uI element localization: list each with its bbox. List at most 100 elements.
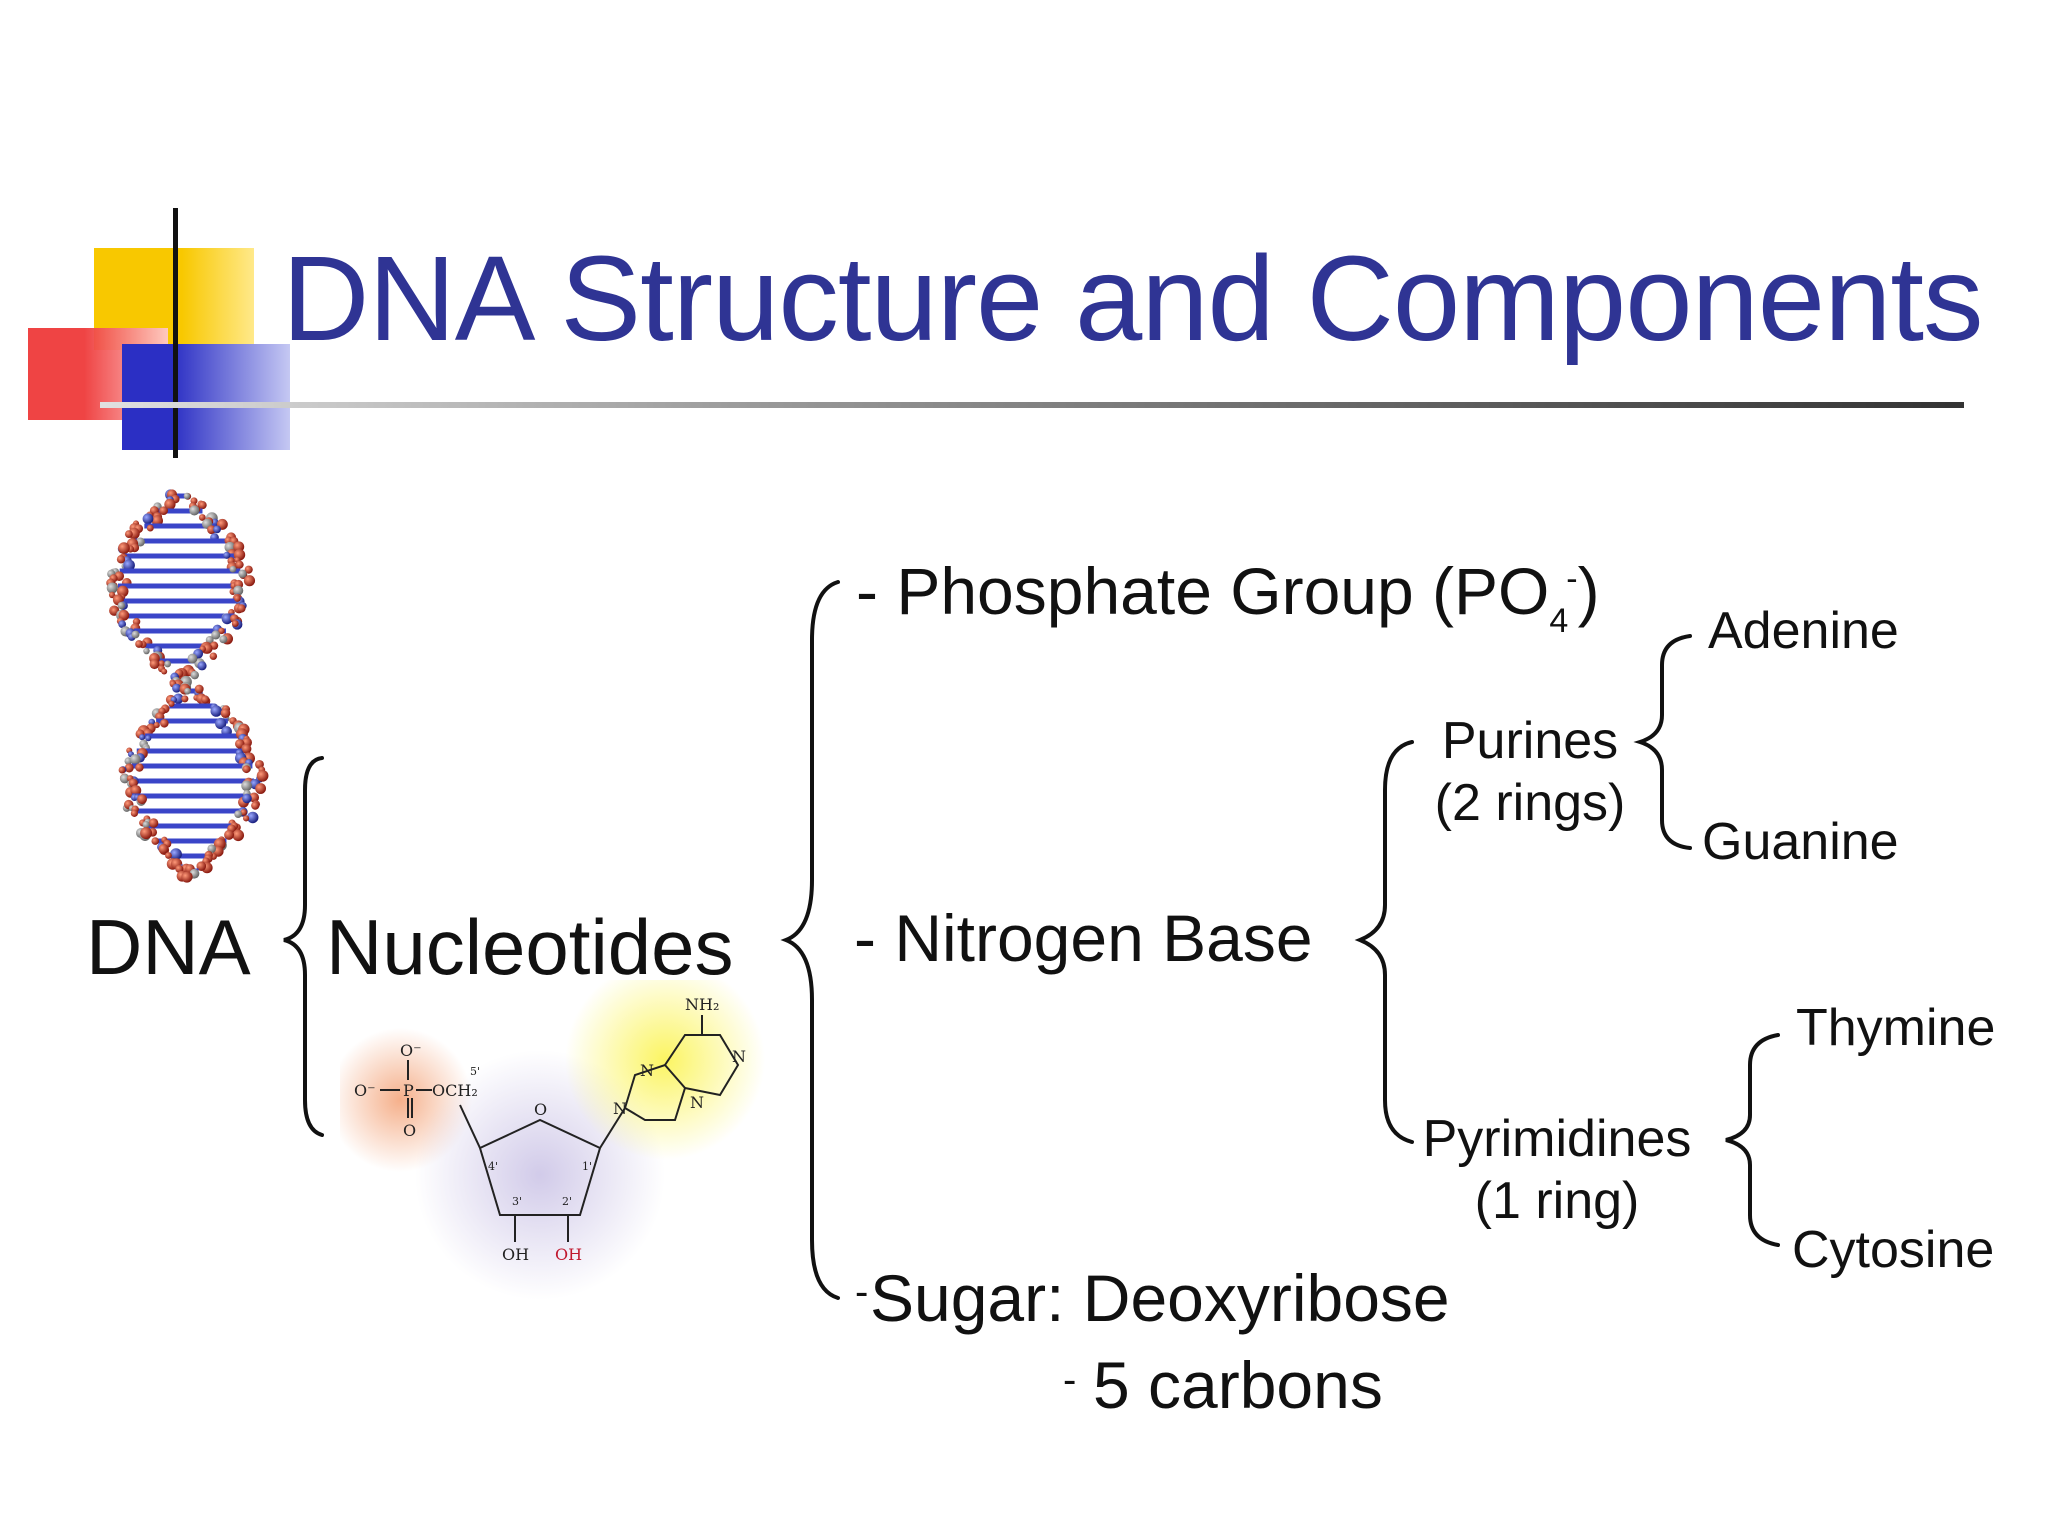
helix-atom — [142, 513, 154, 525]
title-rule — [100, 402, 1964, 408]
helix-atom — [160, 718, 169, 728]
nucleotides-brace — [780, 580, 840, 1300]
base-glow — [565, 980, 765, 1160]
helix-atom — [242, 793, 252, 804]
helix-atom — [116, 555, 126, 564]
helix-atom — [168, 700, 175, 707]
helix-atom — [220, 708, 231, 718]
helix-atom — [249, 792, 260, 803]
helix-atom — [172, 683, 182, 693]
helix-atom — [165, 852, 172, 859]
sugar-atom-label: 3' — [512, 1195, 522, 1208]
thymine-label: Thymine — [1796, 999, 1996, 1057]
nucleotides-label: Nucleotides — [326, 903, 734, 991]
dna-label: DNA — [86, 903, 251, 991]
carbons-dash: - — [1063, 1358, 1077, 1402]
helix-atom — [181, 871, 193, 883]
helix-atom — [233, 595, 241, 602]
helix-atom — [187, 653, 198, 664]
helix-atom — [124, 530, 133, 539]
helix-atom — [135, 537, 145, 547]
pyrimidines-line2: (1 ring) — [1474, 1172, 1640, 1231]
helix-atom — [211, 630, 221, 640]
helix-atom — [244, 565, 253, 574]
helix-atom — [256, 769, 269, 782]
helix-atom — [149, 659, 160, 670]
phosphate-close: ) — [1577, 554, 1600, 628]
helix-atom — [135, 640, 143, 648]
helix-atom — [131, 630, 140, 639]
helix-atom — [123, 559, 135, 572]
helix-atom — [130, 809, 139, 817]
helix-atom — [139, 734, 146, 741]
helix-atom — [158, 843, 169, 854]
helix-atom — [135, 763, 144, 772]
helix-atom — [196, 861, 207, 871]
helix-atom — [117, 601, 126, 610]
sugar-atom-label: 2' — [562, 1195, 572, 1208]
sugar-label: Sugar: Deoxyribose — [870, 1261, 1450, 1335]
nucleotide-structure-image: O⁻ O⁻ P O OCH₂ 5' O 4' 1' 3' 2' OH OH NH… — [340, 980, 765, 1300]
phosphate-subscript: 4 — [1549, 602, 1569, 640]
phosphate-dash: - — [856, 554, 878, 628]
helix-atom — [201, 695, 210, 704]
helix-atom — [170, 848, 182, 861]
purines-line2: (2 rings) — [1434, 774, 1626, 833]
helix-atom — [146, 524, 154, 532]
helix-atom — [137, 794, 147, 805]
phosphate-atom-label: P — [403, 1081, 414, 1100]
helix-atom — [207, 844, 216, 853]
helix-atom — [118, 766, 126, 774]
helix-atom — [242, 765, 251, 774]
helix-atom — [161, 668, 168, 675]
phosphate-superscript: - — [1566, 560, 1578, 598]
helix-atom — [251, 801, 260, 810]
base-atom-label: NH₂ — [685, 995, 719, 1014]
pyrimidines-brace — [1725, 1033, 1780, 1247]
helix-atom — [224, 829, 235, 840]
dna-brace — [283, 756, 324, 1137]
helix-atom — [240, 809, 247, 816]
sugar-atom-label: 4' — [488, 1160, 498, 1173]
carbons-label: 5 carbons — [1093, 1348, 1383, 1422]
helix-atom — [246, 811, 259, 824]
phosphate-atom-label: O⁻ — [354, 1081, 376, 1100]
helix-atom — [198, 501, 207, 510]
helix-atom — [223, 551, 231, 559]
pyrimidines-line1: Pyrimidines — [1422, 1110, 1692, 1168]
helix-atom — [255, 783, 267, 794]
adenine-label: Adenine — [1708, 602, 1899, 660]
helix-atom — [159, 506, 168, 516]
helix-atom — [241, 744, 252, 754]
base-atom-label: N — [613, 1099, 627, 1118]
dna-helix-image — [106, 489, 269, 883]
helix-atom — [243, 575, 256, 587]
helix-atom — [190, 670, 199, 680]
deco-blue-square — [122, 344, 290, 450]
helix-atom — [205, 635, 214, 644]
helix-atom — [234, 810, 242, 818]
helix-atom — [235, 560, 244, 569]
helix-atom — [197, 661, 207, 671]
sugar-atom-label: OH — [555, 1245, 582, 1264]
title-decoration — [0, 0, 320, 470]
helix-atom — [140, 827, 153, 840]
helix-atom — [151, 837, 160, 845]
helix-atom — [148, 818, 159, 828]
sugar-dash: - — [855, 1270, 869, 1314]
helix-atom — [238, 569, 247, 578]
helix-atom — [117, 585, 129, 598]
helix-atom — [145, 735, 152, 742]
sugar-atom-label: O — [534, 1100, 547, 1119]
phosphate-label: - Phosphate Group (PO4-) — [856, 558, 1600, 638]
nitrogen-brace — [1354, 740, 1414, 1144]
helix-atom — [210, 705, 222, 717]
helix-atom — [218, 627, 225, 635]
slide-title: DNA Structure and Components — [282, 230, 1984, 366]
purines-label: Purines (2 rings) — [1420, 710, 1640, 835]
helix-atom — [184, 687, 191, 695]
sugar-atom-label: 1' — [582, 1160, 592, 1173]
base-atom-label: N — [732, 1047, 746, 1066]
helix-atom — [106, 582, 118, 594]
